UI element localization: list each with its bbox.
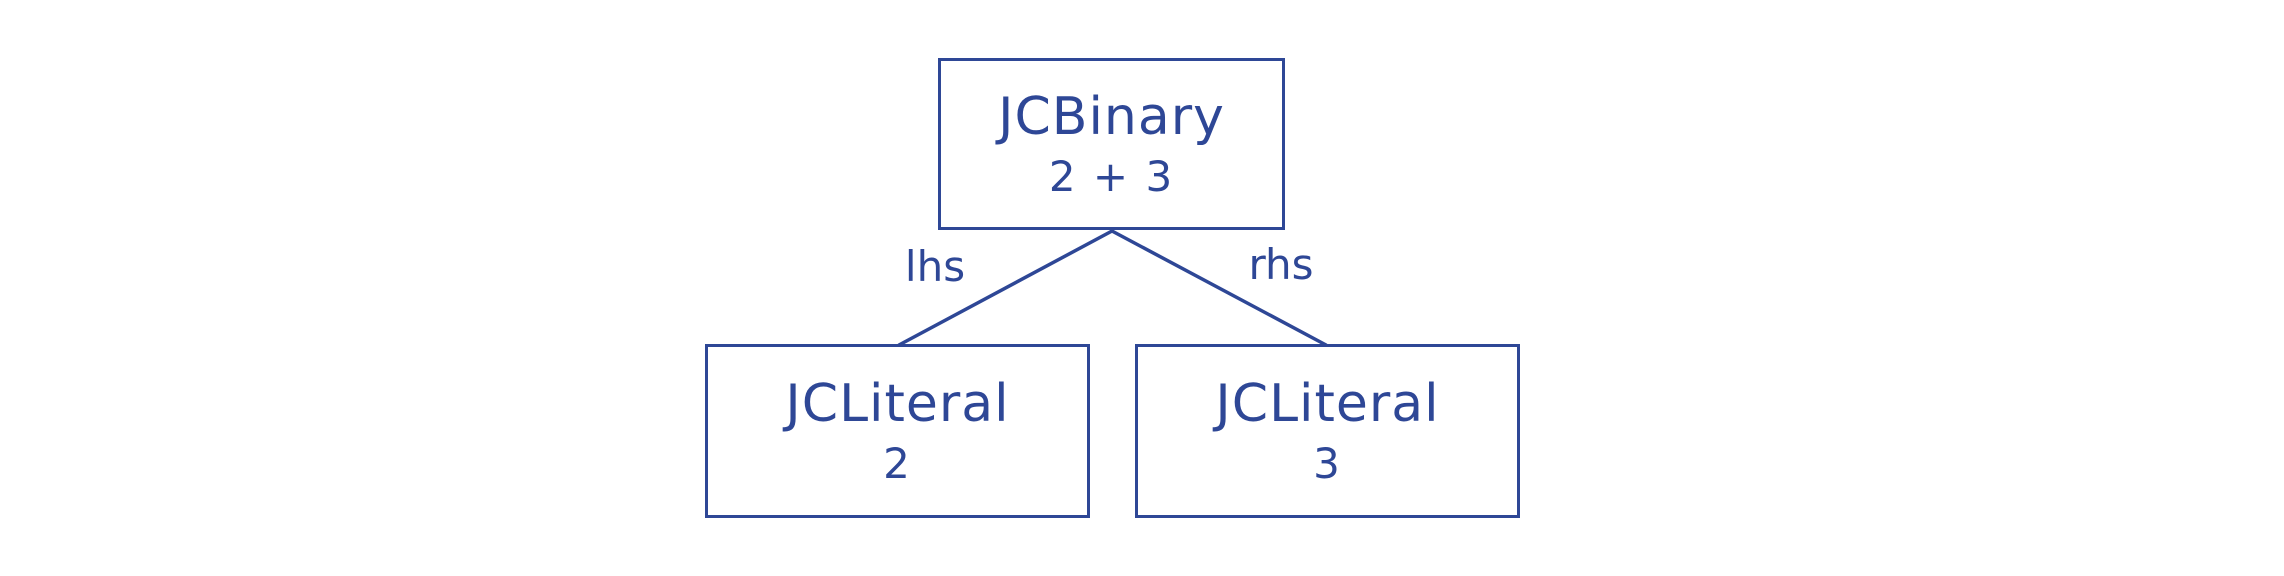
node-jcliteral-left-value: 2: [883, 439, 912, 488]
node-jcliteral-right-title: JCLiteral: [1215, 374, 1440, 434]
node-jcbinary-value: 2 + 3: [1048, 152, 1175, 201]
edge-label-rhs: rhs: [1248, 240, 1314, 289]
node-jcliteral-left: JCLiteral 2: [705, 344, 1090, 518]
node-jcbinary-title: JCBinary: [998, 87, 1225, 147]
edge-label-lhs: lhs: [904, 242, 966, 291]
node-jcbinary: JCBinary 2 + 3: [938, 58, 1285, 230]
edge-lhs-line: [897, 229, 1114, 347]
node-jcliteral-right-value: 3: [1313, 439, 1342, 488]
node-jcliteral-left-title: JCLiteral: [785, 374, 1010, 434]
node-jcliteral-right: JCLiteral 3: [1135, 344, 1520, 518]
edge-rhs-line: [1110, 229, 1328, 347]
